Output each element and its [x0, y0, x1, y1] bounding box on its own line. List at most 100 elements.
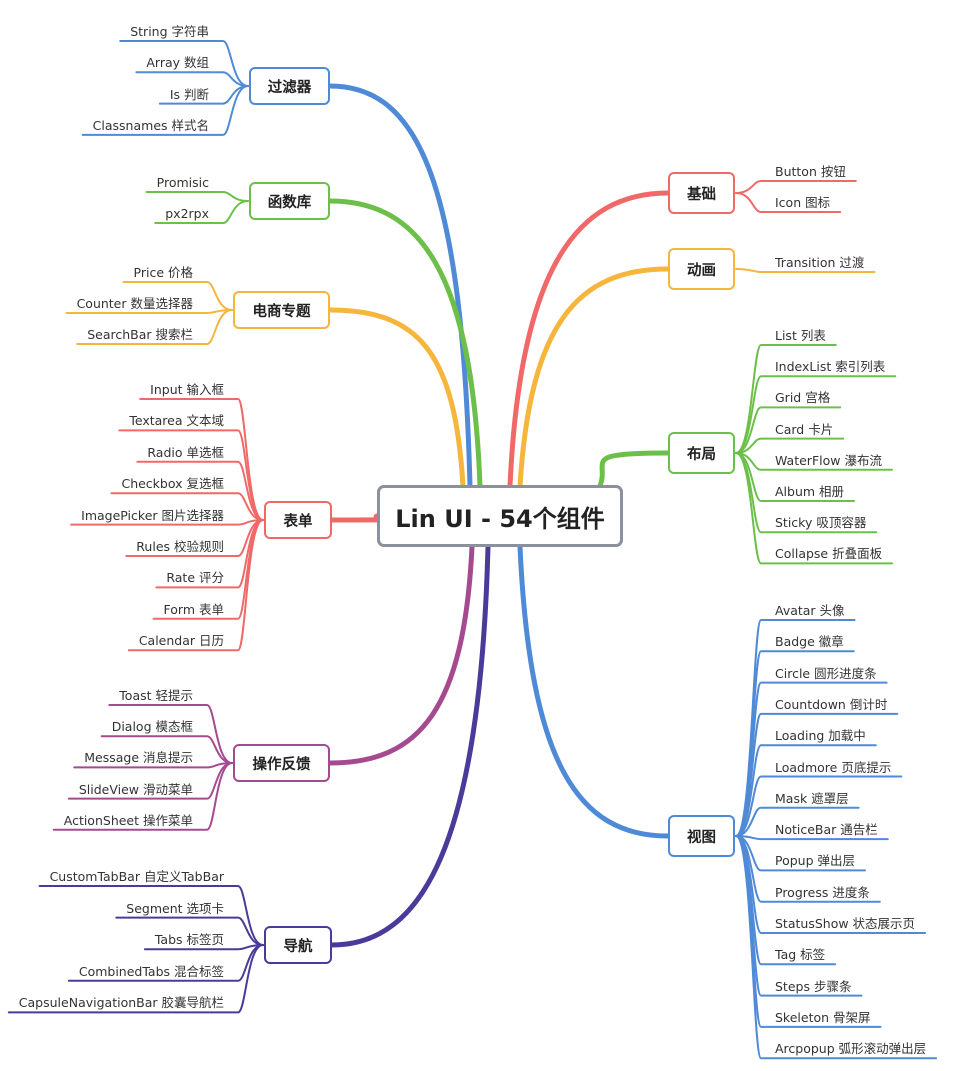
branch-connector-anim	[517, 266, 671, 489]
branch-topic-funclib[interactable]: 函数库	[249, 182, 330, 220]
leaf-topic-basic[interactable]: Icon 图标	[775, 195, 831, 210]
branch-topic-form[interactable]: 表单	[264, 501, 332, 539]
leaf-connector	[735, 806, 860, 837]
branch-connector-filter	[327, 83, 473, 489]
branch-connector-nav	[329, 544, 491, 948]
leaf-connector	[115, 916, 264, 946]
branch-topic-ecommerce[interactable]: 电商专题	[233, 291, 330, 329]
leaf-topic-view[interactable]: NoticeBar 通告栏	[775, 822, 878, 838]
leaf-connector	[122, 281, 233, 311]
leaf-topic-layout[interactable]: Grid 宫格	[775, 390, 831, 406]
branch-topic-label: 布局	[687, 446, 716, 463]
leaf-connector	[735, 192, 842, 213]
leaf-topic-ecommerce[interactable]: SearchBar 搜索栏	[87, 327, 193, 342]
leaf-topic-funclib[interactable]: Promisic	[156, 175, 209, 190]
leaf-topic-form[interactable]: Rules 校验规则	[136, 539, 224, 554]
leaf-connector	[100, 735, 233, 764]
leaf-topic-layout[interactable]: WaterFlow 瀑布流	[775, 452, 882, 468]
leaf-topic-view[interactable]: Progress 进度条	[775, 884, 870, 900]
leaf-topic-feedback[interactable]: Message 消息提示	[84, 750, 193, 766]
branch-topic-label: 表单	[283, 513, 313, 530]
branch-topic-label: 导航	[283, 938, 313, 955]
leaf-topic-view[interactable]: Steps 步骤条	[775, 978, 852, 994]
leaf-topic-form[interactable]: ImagePicker 图片选择器	[81, 507, 224, 523]
leaf-topic-view[interactable]: Mask 遮罩层	[775, 790, 849, 806]
leaf-topic-view[interactable]: Popup 弹出层	[775, 853, 856, 869]
leaf-topic-layout[interactable]: Collapse 折叠面板	[775, 546, 883, 562]
leaf-topic-feedback[interactable]: Dialog 模态框	[111, 719, 193, 735]
leaf-topic-view[interactable]: StatusShow 状态展示页	[775, 916, 916, 931]
leaf-topic-layout[interactable]: IndexList 索引列表	[775, 359, 886, 375]
branch-connector-ecommerce	[327, 307, 466, 489]
leaf-topic-layout[interactable]: Card 卡片	[775, 421, 834, 437]
leaf-connector	[735, 775, 903, 837]
branch-connector-view	[517, 544, 671, 839]
leaf-topic-nav[interactable]: CapsuleNavigationBar 胶囊导航栏	[18, 995, 224, 1011]
leaf-topic-form[interactable]: Checkbox 复选框	[121, 476, 224, 492]
branch-connector-feedback	[327, 544, 475, 766]
leaf-topic-view[interactable]: Skeleton 骨架屏	[775, 1009, 871, 1025]
leaf-topic-funclib[interactable]: px2rpx	[165, 206, 209, 221]
leaf-topic-layout[interactable]: Album 相册	[775, 484, 845, 499]
root-topic[interactable]: Lin UI - 54个组件	[377, 485, 623, 547]
branch-topic-basic[interactable]: 基础	[668, 172, 735, 214]
leaf-connector	[135, 71, 249, 87]
leaf-topic-ecommerce[interactable]: Price 价格	[133, 265, 193, 280]
leaf-topic-view[interactable]: Arcpopup 弧形滚动弹出层	[775, 1041, 927, 1057]
leaf-topic-anim[interactable]: Transition 过渡	[775, 255, 865, 270]
branch-topic-label: 过滤器	[267, 79, 312, 96]
leaf-connector	[735, 452, 894, 565]
leaf-topic-nav[interactable]: Tabs 标签页	[154, 932, 224, 948]
leaf-connector	[81, 85, 249, 136]
leaf-connector	[7, 944, 264, 1014]
leaf-topic-view[interactable]: Circle 圆形进度条	[775, 665, 877, 681]
leaf-topic-filter[interactable]: Array 数组	[146, 55, 209, 71]
branch-topic-anim[interactable]: 动画	[668, 248, 735, 290]
leaf-topic-form[interactable]: Textarea 文本域	[129, 413, 224, 429]
leaf-connector	[735, 744, 877, 837]
leaf-topic-view[interactable]: Loading 加载中	[775, 728, 866, 744]
leaf-topic-form[interactable]: Input 输入框	[150, 382, 224, 397]
leaf-connector	[38, 885, 264, 946]
leaf-topic-view[interactable]: Badge 徽章	[775, 634, 844, 650]
branch-topic-view[interactable]: 视图	[668, 815, 735, 857]
leaf-topic-view[interactable]: Tag 标签	[775, 947, 826, 963]
leaf-topic-layout[interactable]: Sticky 吸顶容器	[775, 515, 867, 531]
branch-topic-layout[interactable]: 布局	[668, 432, 735, 474]
branch-topic-label: 动画	[687, 262, 716, 279]
leaf-topic-form[interactable]: Rate 评分	[166, 570, 224, 586]
leaf-topic-view[interactable]: Countdown 倒计时	[775, 696, 888, 712]
leaf-topic-basic[interactable]: Button 按钮	[775, 164, 846, 179]
leaf-topic-layout[interactable]: List 列表	[775, 328, 826, 343]
leaf-topic-view[interactable]: Avatar 头像	[775, 603, 845, 618]
leaf-connector	[735, 344, 837, 454]
leaf-topic-filter[interactable]: String 字符串	[130, 24, 209, 39]
leaf-topic-form[interactable]: Calendar 日历	[138, 633, 224, 649]
leaf-topic-form[interactable]: Radio 单选框	[147, 444, 224, 460]
leaf-topic-filter[interactable]: Is 判断	[169, 86, 209, 102]
leaf-topic-feedback[interactable]: Toast 轻提示	[119, 688, 193, 703]
leaf-topic-nav[interactable]: CombinedTabs 混合标签	[78, 963, 224, 979]
leaf-topic-feedback[interactable]: ActionSheet 操作菜单	[63, 812, 193, 828]
leaf-topic-nav[interactable]: Segment 选项卡	[126, 900, 224, 916]
branch-topic-label: 电商专题	[252, 303, 311, 320]
branch-topic-nav[interactable]: 导航	[264, 926, 332, 964]
branch-topic-label: 视图	[687, 829, 716, 846]
root-topic-label: Lin UI - 54个组件	[395, 504, 605, 533]
leaf-topic-form[interactable]: Form 表单	[163, 601, 224, 617]
leaf-connector	[735, 437, 845, 454]
leaf-topic-filter[interactable]: Classnames 样式名	[92, 117, 209, 133]
leaf-topic-view[interactable]: Loadmore 页底提示	[775, 759, 892, 775]
leaf-topic-ecommerce[interactable]: Counter 数量选择器	[76, 296, 193, 311]
branch-topic-filter[interactable]: 过滤器	[249, 67, 330, 105]
leaf-connector	[108, 704, 233, 764]
leaf-connector	[735, 375, 897, 454]
leaf-topic-feedback[interactable]: SlideView 滑动菜单	[78, 781, 193, 797]
leaf-connector	[52, 762, 233, 831]
leaf-connector	[110, 492, 264, 521]
leaf-topic-nav[interactable]: CustomTabBar 自定义TabBar	[49, 869, 224, 884]
branch-topic-feedback[interactable]: 操作反馈	[233, 744, 330, 782]
leaf-connector	[118, 429, 264, 521]
branch-topic-label: 函数库	[267, 194, 312, 211]
leaf-connector	[154, 200, 249, 224]
